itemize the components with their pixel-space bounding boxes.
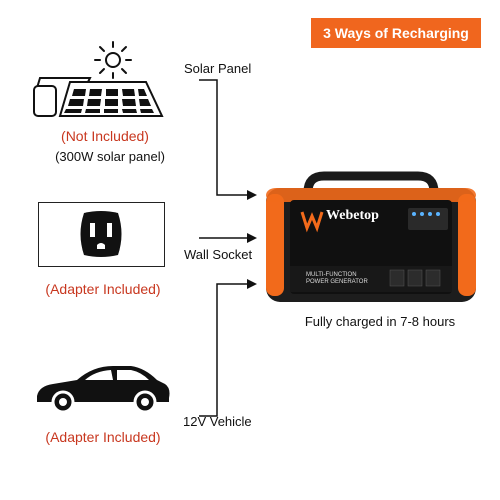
car-icon (33, 356, 173, 416)
solar-label: Solar Panel (184, 61, 252, 76)
title-badge: 3 Ways of Recharging (311, 18, 481, 48)
solar-note: (Not Included) (61, 128, 149, 144)
solar-spec: (300W solar panel) (55, 149, 165, 164)
connector-arrows (195, 60, 275, 450)
generator-label-1: MULTI-FUNCTION (306, 272, 357, 278)
charge-time-caption: Fully charged in 7-8 hours (304, 314, 456, 329)
vehicle-note: (Adapter Included) (45, 429, 161, 445)
wall-label: Wall Socket (184, 247, 253, 262)
wall-note: (Adapter Included) (45, 281, 161, 297)
generator-brand: Webetop (326, 208, 379, 223)
vehicle-label: 12V Vehicle (183, 414, 252, 429)
generator-label-2: POWER GENERATOR (306, 279, 368, 285)
wall-outlet-icon (38, 202, 165, 267)
power-generator-image (262, 170, 480, 305)
solar-panel-icon (30, 38, 165, 128)
